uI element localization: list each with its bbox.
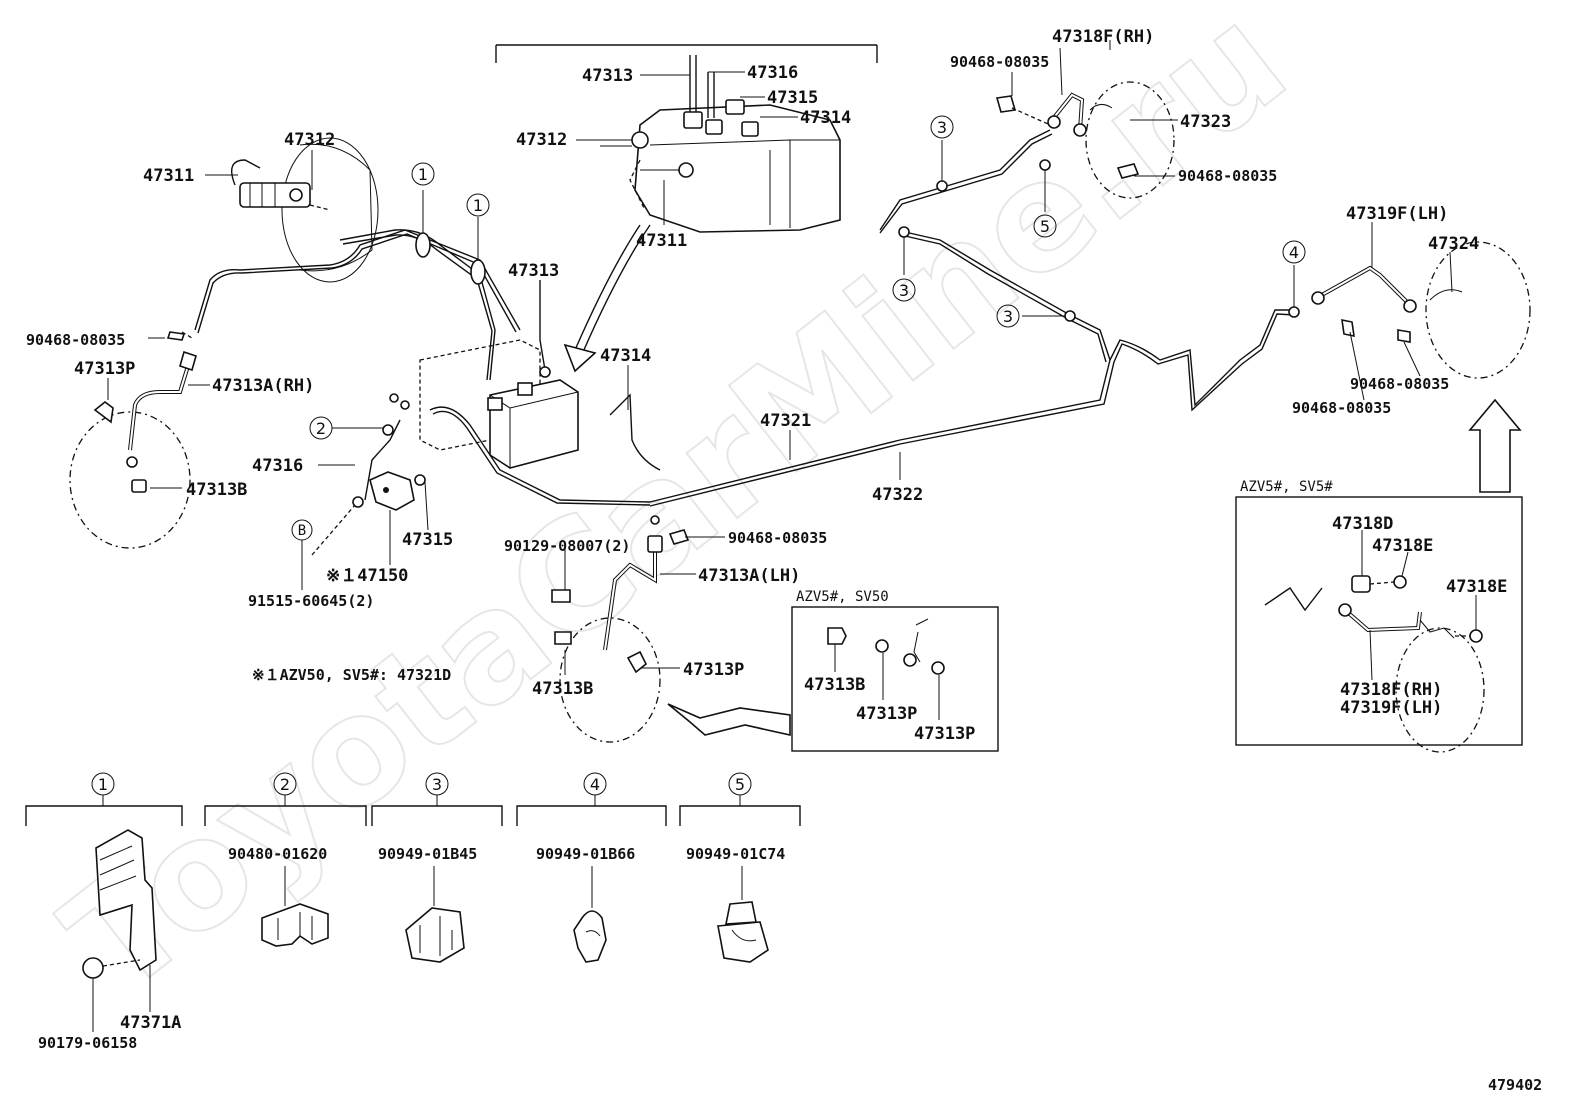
front-brake-lh: [551, 515, 791, 743]
label-90468-tr1: 90468-08035: [950, 53, 1049, 71]
marker-b: B: [298, 523, 306, 539]
inset-azv5-47318e-a: 47318E: [1372, 536, 1433, 556]
label-47323: 47323: [1180, 112, 1231, 132]
label-47314-b: 47314: [600, 346, 651, 366]
markers: 1 1 2 3 3 3 4 5 B: [291, 115, 1306, 590]
label-90468-r2: 90468-08035: [1292, 399, 1391, 417]
label-47313p-left: 47313P: [74, 359, 135, 379]
label-47322: 47322: [872, 485, 923, 505]
clip-3-part: 90949-01B45: [378, 845, 477, 863]
labels: 47311 47312 47313 47316 47315 47314 4731…: [26, 27, 1479, 699]
master-cylinder: [231, 137, 379, 283]
clip-1-part: 47371A: [120, 1013, 181, 1033]
label-47316-b: 47316: [252, 456, 303, 476]
label-47313b-center: 47313B: [532, 679, 593, 699]
inset-azv50-47313p-a: 47313P: [856, 704, 917, 724]
label-90468-left: 90468-08035: [26, 331, 125, 349]
clip-1-bolt: 90179-06158: [38, 1034, 137, 1052]
rear-brake-rh: [995, 81, 1175, 199]
rear-pipes: [649, 129, 1300, 507]
marker-3b: 3: [899, 281, 909, 300]
marker-5: 5: [1040, 217, 1050, 236]
label-47150: ※１47150: [326, 566, 408, 586]
marker-3c: 3: [1003, 307, 1013, 326]
clip-legend: 1 47371A 90179-06158 2 90480-01620 3 909…: [25, 772, 801, 1052]
inset-azv50-47313p-b: 47313P: [914, 724, 975, 744]
inset-azv5-47318f-rh: 47318F(RH): [1340, 680, 1442, 700]
label-90129: 90129-08007(2): [504, 537, 630, 555]
inset-azv5-47319f-lh: 47319F(LH): [1340, 698, 1442, 718]
clip-1-marker: 1: [98, 775, 108, 794]
clip-2-part: 90480-01620: [228, 845, 327, 863]
label-47313-b: 47313: [508, 261, 559, 281]
label-47313-a: 47313: [582, 66, 633, 86]
clip-4-part: 90949-01B66: [536, 845, 635, 863]
marker-1a: 1: [418, 165, 428, 184]
label-47312-a: 47312: [284, 130, 335, 150]
clip-3-marker: 3: [432, 775, 442, 794]
inset-azv50-title: AZV5#, SV50: [796, 589, 889, 605]
clip-5-part: 90949-01C74: [686, 845, 785, 863]
label-47313a-lh: 47313A(LH): [698, 566, 800, 586]
inset-azv5-47318d: 47318D: [1332, 514, 1393, 534]
inset-azv5-47318e-b: 47318E: [1446, 577, 1507, 597]
label-47321: 47321: [760, 411, 811, 431]
label-90468-tr2: 90468-08035: [1178, 167, 1277, 185]
clip-2-marker: 2: [280, 775, 290, 794]
abs-actuator: [419, 339, 661, 506]
marker-2: 2: [316, 419, 326, 438]
inset-azv50-47313b: 47313B: [804, 675, 865, 695]
label-47313p-center: 47313P: [683, 660, 744, 680]
label-90468-r1: 90468-08035: [1350, 375, 1449, 393]
upper-pipes: [194, 190, 546, 381]
label-47316-a: 47316: [747, 63, 798, 83]
front-brake-rh: [69, 331, 197, 549]
label-91515: 91515-60645(2): [248, 592, 374, 610]
rear-brake-lh: [1311, 241, 1531, 493]
marker-4: 4: [1289, 243, 1299, 262]
clip-4-marker: 4: [590, 775, 600, 794]
label-47312-b: 47312: [516, 130, 567, 150]
label-47319f-lh-top: 47319F(LH): [1346, 204, 1448, 224]
figure-number: 479402: [1488, 1076, 1542, 1094]
leader-lines: [107, 40, 1453, 675]
label-47315-b: 47315: [402, 530, 453, 550]
label-47313a-rh: 47313A(RH): [212, 376, 314, 396]
marker-3a: 3: [937, 118, 947, 137]
marker-1b: 1: [473, 196, 483, 215]
clip-5-marker: 5: [735, 775, 745, 794]
inset-azv50: AZV5#, SV50 47313B 47313P 47313P: [791, 589, 999, 752]
label-47324: 47324: [1428, 234, 1479, 254]
label-47318f-rh-top: 47318F(RH): [1052, 27, 1154, 47]
label-47314-a: 47314: [800, 108, 851, 128]
label-47311-a: 47311: [143, 166, 194, 186]
label-47311-b: 47311: [636, 231, 687, 251]
left-small-parts: [311, 393, 426, 556]
label-47313b-left: 47313B: [186, 480, 247, 500]
label-47315-a: 47315: [767, 88, 818, 108]
label-90468-center: 90468-08035: [728, 529, 827, 547]
inset-azv5: AZV5#, SV5# 47318D 47318E 47318E 47318F(…: [1235, 479, 1523, 753]
note-47321d: ※１AZV50, SV5#: 47321D: [252, 666, 451, 684]
inset-azv5-title: AZV5#, SV5#: [1240, 479, 1333, 495]
